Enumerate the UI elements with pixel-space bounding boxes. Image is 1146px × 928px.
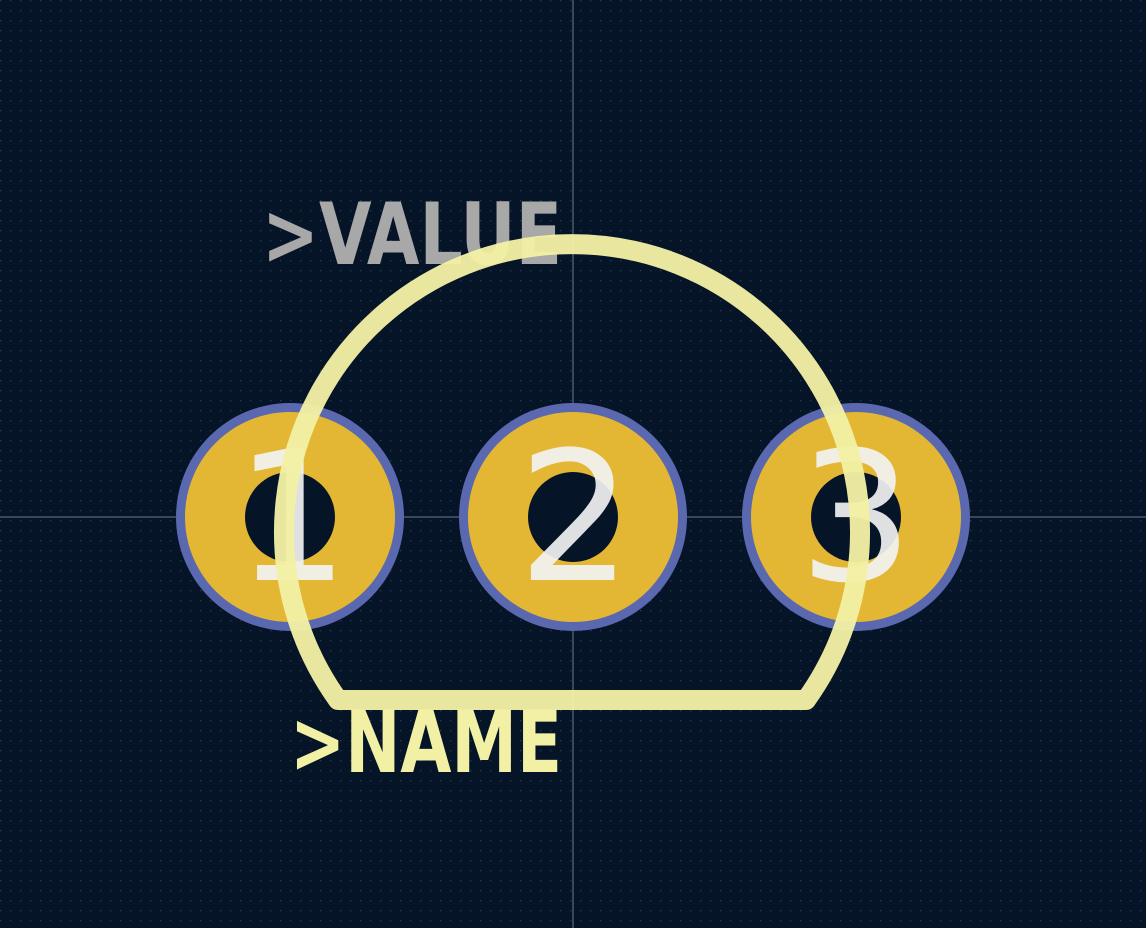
name-label[interactable]: >NAME (290, 693, 562, 793)
pad-2-number: 2 (518, 414, 633, 623)
pad-2[interactable] (459, 403, 687, 631)
silkscreen-outline (274, 234, 870, 710)
value-label[interactable]: >VALUE (262, 185, 562, 285)
drill-hole-2 (528, 472, 618, 562)
